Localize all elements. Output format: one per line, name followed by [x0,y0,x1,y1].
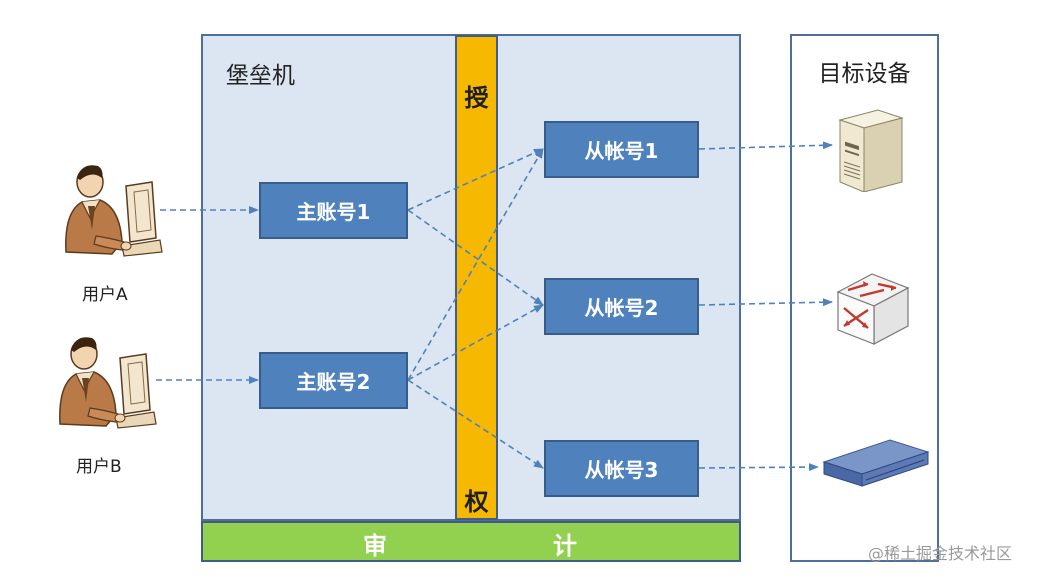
master-account-1: 主账号1 [259,182,408,239]
arrow-sub-1-to-server [698,141,833,150]
arrow-sub-2-to-router [698,298,833,307]
arrow-master-2-to-sub-3 [407,379,544,469]
arrow-master-2-to-sub-2 [407,304,544,381]
watermark: @稀土掘金技术社区 [868,544,1013,563]
switch-icon [822,439,930,487]
sub-account-3: 从帐号3 [544,440,699,497]
authorization-label-top: 授 [464,84,489,112]
master-account-2: 主账号2 [259,352,408,409]
audit-label-left: 审 [363,532,387,560]
authorization-label-bottom: 权 [464,488,489,516]
target-devices-title: 目标设备 [818,61,911,87]
sub-account-1: 从帐号1 [544,121,699,178]
authorization-bar [455,35,498,520]
arrow-master-1-to-sub-1 [407,148,544,211]
arrow-master-2-to-sub-1 [407,148,544,381]
bastion-host-title: 堡垒机 [226,63,295,89]
sub-account-2: 从帐号2 [544,278,699,335]
audit-label-right: 计 [553,532,577,560]
server-icon [838,109,904,192]
user-b-label: 用户B [76,457,122,477]
user-at-computer-icon [65,165,163,257]
user-a-label: 用户A [82,285,128,305]
arrow-sub-3-to-switch [698,463,819,472]
user-at-computer-icon [59,337,157,429]
audit-bar [201,521,741,562]
arrow-master-1-to-sub-2 [407,209,544,306]
router-icon [836,273,910,345]
